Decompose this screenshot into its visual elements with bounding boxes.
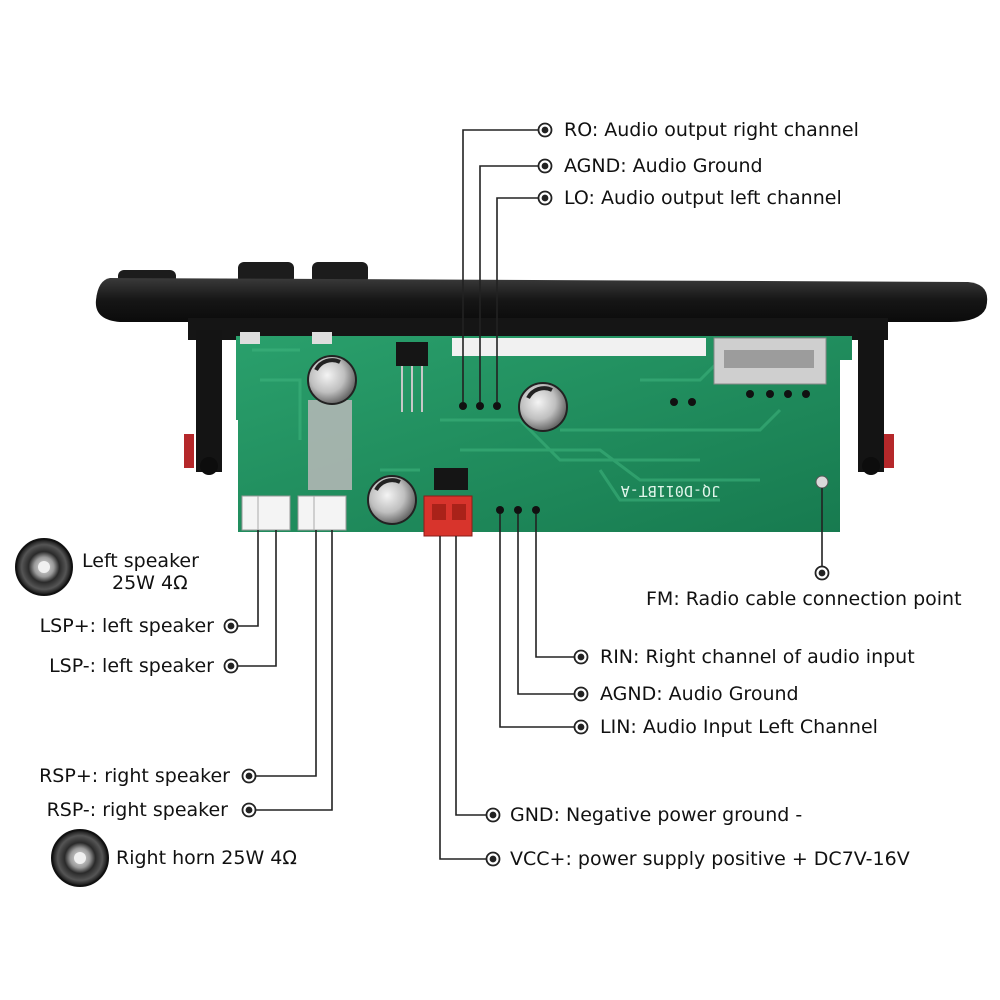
callout-agnd-top: AGND: Audio Ground bbox=[564, 155, 763, 177]
callout-markers bbox=[223, 122, 830, 867]
post-screw bbox=[862, 457, 880, 475]
leader-lines bbox=[238, 129, 823, 860]
callout-rin: RIN: Right channel of audio input bbox=[600, 646, 915, 668]
bezel-button bbox=[238, 262, 294, 284]
callout-lin: LIN: Audio Input Left Channel bbox=[600, 716, 878, 738]
pin-hole-agnd-top bbox=[476, 402, 484, 410]
red-clip bbox=[884, 434, 894, 468]
silkscreen-label: JQ-D011BT-A bbox=[621, 482, 720, 500]
module-board: JQ-D011BT-A bbox=[95, 262, 988, 537]
callout-lsp-plus: LSP+: left speaker bbox=[39, 615, 214, 637]
callout-rsp-minus: RSP-: right speaker bbox=[46, 799, 228, 821]
callout-lo: LO: Audio output left channel bbox=[564, 187, 842, 209]
front-bezel bbox=[95, 278, 988, 322]
red-clip bbox=[184, 434, 194, 468]
right-speaker-icon bbox=[51, 829, 109, 887]
pin-hole-ro bbox=[459, 402, 467, 410]
tact-switch bbox=[240, 332, 260, 344]
right-speaker-label: Right horn 25W 4Ω bbox=[116, 847, 297, 869]
left-speaker-label-line2: 25W 4Ω bbox=[112, 572, 188, 594]
bezel-button bbox=[312, 262, 368, 284]
callout-rsp-plus: RSP+: right speaker bbox=[39, 765, 230, 787]
mounting-post bbox=[196, 330, 222, 472]
callout-ro: RO: Audio output right channel bbox=[564, 119, 859, 141]
callout-agnd-bottom: AGND: Audio Ground bbox=[600, 683, 799, 705]
callout-vcc: VCC+: power supply positive + DC7V-16V bbox=[510, 848, 910, 870]
left-speaker-icon bbox=[15, 538, 73, 596]
fm-pad bbox=[815, 475, 829, 489]
pin-hole-rin bbox=[532, 506, 540, 514]
module-slot bbox=[452, 338, 706, 356]
pin-hole-agnd-bottom bbox=[514, 506, 522, 514]
bezel-frame bbox=[188, 318, 888, 340]
usb-port-inner bbox=[724, 350, 814, 368]
heatsink-pad bbox=[308, 400, 352, 490]
transistor bbox=[396, 342, 428, 366]
pin-hole-lo bbox=[493, 402, 501, 410]
rsp-connector bbox=[297, 495, 347, 531]
post-screw bbox=[200, 457, 218, 475]
callout-lsp-minus: LSP-: left speaker bbox=[49, 655, 214, 677]
diode bbox=[434, 468, 468, 490]
pin-hole-lin bbox=[496, 506, 504, 514]
mounting-post bbox=[858, 330, 884, 472]
tact-switch bbox=[312, 332, 332, 344]
capacitor bbox=[367, 475, 417, 525]
left-speaker-label-line1: Left speaker bbox=[82, 550, 199, 572]
capacitor bbox=[518, 382, 568, 432]
transistor-legs bbox=[401, 366, 423, 412]
lsp-connector bbox=[241, 495, 291, 531]
callout-gnd: GND: Negative power ground - bbox=[510, 804, 803, 826]
capacitor bbox=[307, 355, 357, 405]
callout-fm: FM: Radio cable connection point bbox=[646, 588, 962, 610]
pcb-traces bbox=[252, 348, 782, 502]
